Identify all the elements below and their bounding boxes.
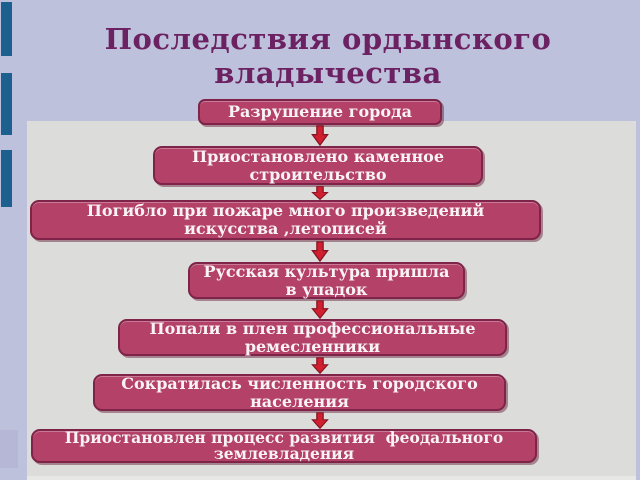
flow-step: Попали в плен профессиональные ремесленн… bbox=[118, 319, 507, 356]
slide-title: Последствия ордынского владычества bbox=[104, 22, 552, 91]
arrow-down-icon bbox=[311, 300, 329, 319]
arrow-down-icon bbox=[311, 186, 329, 200]
flow-box-urban-population-decreased: Сократилась численность городского насел… bbox=[93, 374, 506, 411]
flow-step: Русская культура пришла в упадок bbox=[188, 262, 465, 299]
flow-box-stone-construction-halted: Приостановлено каменное строительство bbox=[153, 146, 483, 185]
flow-box-feudal-landholding-halted: Приостановлен процесс развития феодально… bbox=[31, 429, 537, 463]
accent-bar-top bbox=[1, 2, 12, 56]
flow-step: Сократилась численность городского насел… bbox=[93, 374, 506, 411]
flow-box-destruction-of-cities: Разрушение города bbox=[198, 99, 442, 125]
panel-bottom-strip bbox=[27, 476, 636, 480]
arrow-down-icon bbox=[311, 357, 329, 374]
arrow-down-icon bbox=[311, 412, 329, 429]
flow-step: Погибло при пожаре много произведений ис… bbox=[30, 200, 541, 240]
accent-bar-middle bbox=[1, 73, 12, 135]
flow-box-craftsmen-captured: Попали в плен профессиональные ремесленн… bbox=[118, 319, 507, 356]
flow-step: Приостановлено каменное строительство bbox=[153, 146, 483, 185]
flow-step: Приостановлен процесс развития феодально… bbox=[31, 429, 537, 463]
accent-bar-bottom bbox=[1, 150, 12, 207]
flow-box-art-lost-in-fires: Погибло при пожаре много произведений ис… bbox=[30, 200, 541, 240]
accent-bar-faint bbox=[0, 430, 18, 468]
flow-box-culture-declined: Русская культура пришла в упадок bbox=[188, 262, 465, 299]
arrow-down-icon bbox=[311, 241, 329, 262]
arrow-down-icon bbox=[311, 125, 329, 146]
flow-step: Разрушение города bbox=[198, 99, 442, 125]
